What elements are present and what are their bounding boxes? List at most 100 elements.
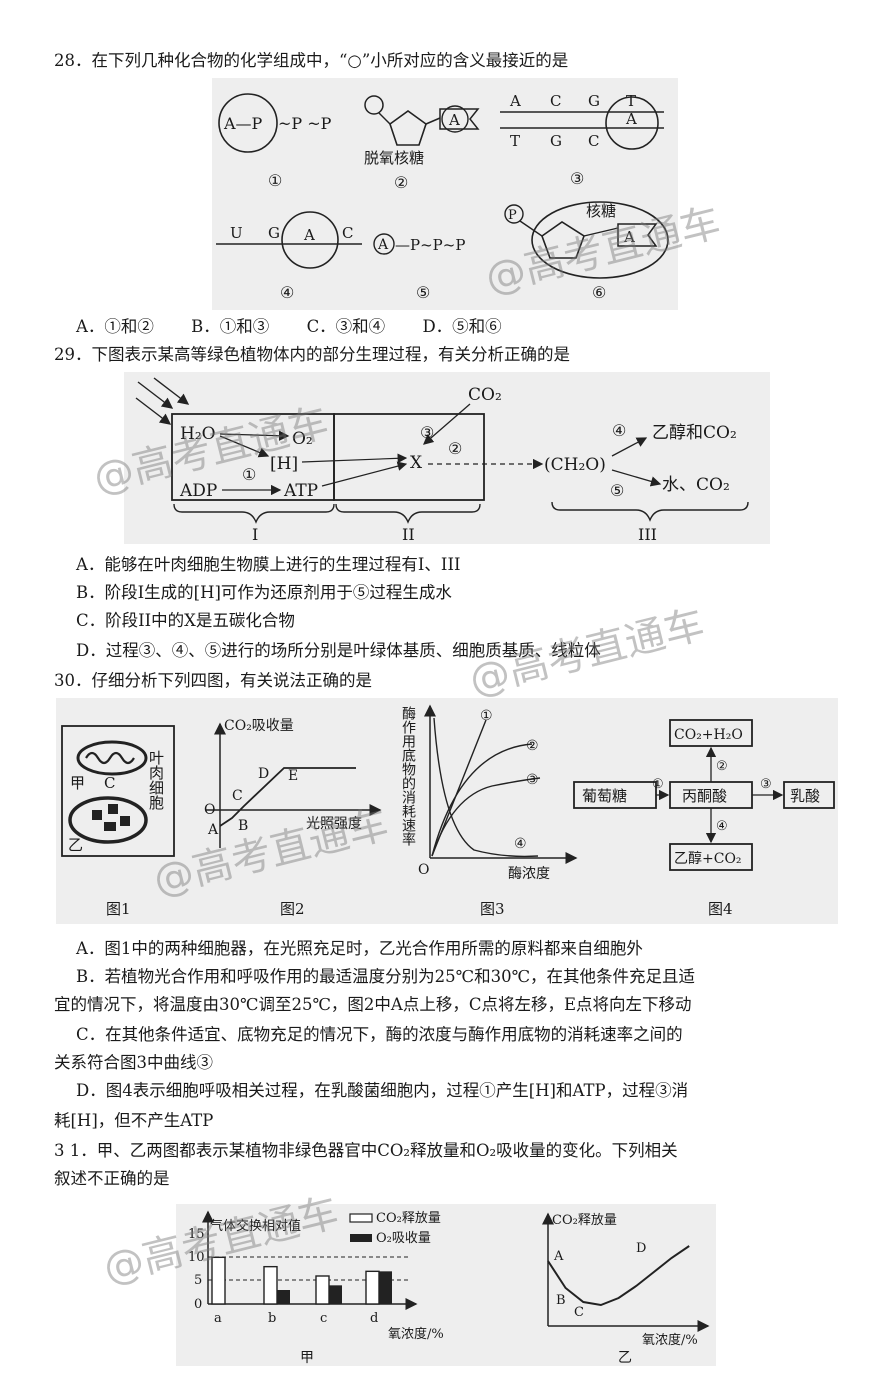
- fig4-step-1: ①: [652, 777, 664, 792]
- fig2-pt-d: D: [258, 766, 269, 782]
- q31-stem-1: 3 1．甲、乙两图都表示某植物非绿色器官中CO₂释放量和O₂吸收量的变化。下列相…: [54, 1141, 678, 1160]
- base-a-6: A: [623, 228, 635, 246]
- q30-option-b-1[interactable]: B．若植物光合作用和呼吸作用的最适温度分别为25℃和30℃，在其他条件充足且适: [76, 967, 696, 986]
- fig3-caption: 图3: [480, 900, 505, 918]
- fig3-label-3: ③: [526, 772, 539, 788]
- q28-option-c[interactable]: C．③和④: [306, 317, 386, 336]
- label-n2: ②: [394, 173, 408, 192]
- base-a-2: A: [448, 111, 460, 129]
- rna-2: A: [303, 226, 315, 244]
- q30-figure: 甲 C 乙 叶肉细胞 图1 CO₂吸收量 光照强度 O A B C D E 图2…: [56, 698, 838, 924]
- q30-figure-svg: 甲 C 乙 叶肉细胞 图1 CO₂吸收量 光照强度 O A B C D E 图2…: [61, 704, 835, 918]
- yi-caption: 乙: [618, 1350, 632, 1366]
- fig1-yi: 乙: [68, 836, 83, 854]
- q31-figure: 气体交换相对值 CO₂释放量 O₂吸收量 15 10 5 0 a b c d 氧…: [176, 1204, 716, 1366]
- fig4-step-2: ②: [716, 759, 728, 774]
- stage-3: III: [638, 525, 657, 544]
- q29-option-a[interactable]: A．能够在叶肉细胞生物膜上进行的生理过程有I、III: [76, 555, 461, 574]
- adp: ADP: [179, 481, 217, 501]
- jia-legend-co2: CO₂释放量: [376, 1211, 441, 1226]
- fig2-pt-c: C: [232, 788, 243, 804]
- ethanol-co2: 乙醇和CO₂: [652, 423, 737, 443]
- fig2-pt-e: E: [288, 768, 298, 784]
- q28-option-b[interactable]: B．①和③: [191, 317, 270, 336]
- q30-option-c-2[interactable]: 关系符合图3中曲线③: [54, 1053, 213, 1072]
- yi-xlabel: 氧浓度/%: [642, 1332, 698, 1348]
- bar-o2-d: [379, 1271, 392, 1304]
- q30-option-a[interactable]: A．图1中的两种细胞器，在光照充足时，乙光合作用所需的原料都来自细胞外: [76, 939, 643, 958]
- step-4: ④: [612, 421, 626, 440]
- h2o: H₂O: [180, 424, 216, 444]
- ch2o: (CH₂O): [544, 455, 606, 475]
- atp5-tail: —P~P~P: [395, 236, 465, 254]
- label-n4: ④: [280, 283, 294, 302]
- yi-pt-d: D: [636, 1241, 646, 1256]
- bar-co2-b: [263, 1265, 278, 1305]
- q28-option-a[interactable]: A．①和②: [76, 317, 154, 336]
- q30-option-b-2[interactable]: 宜的情况下，将温度由30℃调至25℃，图2中A点上移，C点将左移，E点将向左下移…: [54, 995, 692, 1014]
- q28-option-d[interactable]: D．⑤和⑥: [422, 317, 502, 336]
- water-co2: 水、CO₂: [662, 475, 730, 495]
- jia-cat-a: a: [214, 1311, 222, 1326]
- atp-ap: A—P: [223, 114, 263, 133]
- q29-option-b[interactable]: B．阶段I生成的[H]可作为还原剂用于⑤过程生成水: [76, 583, 452, 602]
- fig2-caption: 图2: [280, 900, 305, 918]
- fig1-side-label: 叶肉细胞: [147, 750, 165, 811]
- fig4-caption: 图4: [708, 900, 733, 918]
- fig2-pt-a: A: [207, 822, 219, 838]
- jia-cat-c: c: [320, 1311, 327, 1326]
- atp5-a: A: [377, 237, 389, 253]
- label-n1: ①: [268, 171, 282, 190]
- fig1-caption: 图1: [106, 900, 131, 918]
- q30-option-d-2[interactable]: 耗[H]，但不产生ATP: [54, 1111, 214, 1130]
- jia-ytick-0: 0: [194, 1297, 202, 1312]
- dna-bot-3: A: [625, 110, 637, 128]
- fig2-xlabel: 光照强度: [306, 816, 362, 832]
- fig3-xlabel: 酶浓度: [508, 866, 550, 882]
- dna-top-0: A: [509, 92, 521, 110]
- yi-curve: [547, 1245, 690, 1307]
- q29-option-d[interactable]: D．过程③、④、⑤进行的场所分别是叶绿体基质、细胞质基质、线粒体: [76, 641, 601, 660]
- fig4-step-3: ③: [760, 777, 772, 792]
- q28-figure-svg: A—P ~P ~P ① A 脱氧核糖 ② A C G T T G C A ③: [216, 92, 669, 302]
- yi-ylabel: CO₂释放量: [552, 1213, 617, 1228]
- bar-o2-b: [277, 1290, 290, 1304]
- yi-pt-a: A: [553, 1249, 564, 1264]
- o2: O₂: [292, 429, 313, 449]
- bar-co2-d: [365, 1270, 380, 1305]
- q30-option-d-1[interactable]: D．图4表示细胞呼吸相关过程，在乳酸菌细胞内，过程①产生[H]和ATP，过程③消: [76, 1081, 689, 1100]
- dna-bot-0: T: [510, 132, 520, 150]
- fig3-label-4: ④: [514, 836, 527, 852]
- step-2: ②: [448, 439, 462, 458]
- jia-ytick-5: 5: [194, 1273, 202, 1288]
- q30-option-c-1[interactable]: C．在其他条件适宜、底物充足的情况下，酶的浓度与酶作用底物的消耗速率之间的: [76, 1025, 683, 1044]
- ribose-label: 核糖: [586, 202, 616, 220]
- fig4-lactic: 乳酸: [790, 787, 820, 805]
- q29-figure: H₂O O₂ [H] ① ADP ATP CO₂ ③ ② X (CH₂O) ④ …: [124, 372, 770, 544]
- deoxyribose-label: 脱氧核糖: [364, 149, 424, 167]
- step-1: ①: [242, 465, 256, 484]
- q29-figure-svg: H₂O O₂ [H] ① ADP ATP CO₂ ③ ② X (CH₂O) ④ …: [135, 377, 749, 544]
- co2-in: CO₂: [468, 385, 502, 405]
- q28-figure: A—P ~P ~P ① A 脱氧核糖 ② A C G T T G C A ③: [212, 78, 678, 310]
- rna-3: C: [342, 224, 353, 242]
- jia-ytick-10: 10: [188, 1250, 205, 1265]
- q29-option-c[interactable]: C．阶段II中的X是五碳化合物: [76, 611, 295, 630]
- dna-top-1: C: [550, 92, 561, 110]
- fig3-origin: O: [418, 862, 429, 878]
- fig4-step-4: ④: [716, 819, 728, 834]
- yi-pt-c: C: [574, 1305, 584, 1320]
- fig1-jia: 甲: [70, 774, 85, 792]
- dna-top-2: G: [588, 92, 600, 110]
- fig3-ylabel: 酶作用底物的消耗速率: [400, 706, 416, 846]
- fig4-glucose: 葡萄糖: [582, 787, 627, 805]
- label-n3: ③: [570, 169, 584, 188]
- q28-stem: 28．在下列几种化合物的化学组成中，“○”小所对应的含义最接近的是: [54, 51, 569, 70]
- fig3-label-1: ①: [480, 708, 493, 724]
- stage-1: I: [252, 525, 258, 544]
- atp: ATP: [283, 481, 318, 501]
- jia-ytick-15: 15: [188, 1227, 205, 1242]
- fig2-origin: O: [204, 802, 215, 818]
- q31-figure-svg: 气体交换相对值 CO₂释放量 O₂吸收量 15 10 5 0 a b c d 氧…: [188, 1210, 710, 1366]
